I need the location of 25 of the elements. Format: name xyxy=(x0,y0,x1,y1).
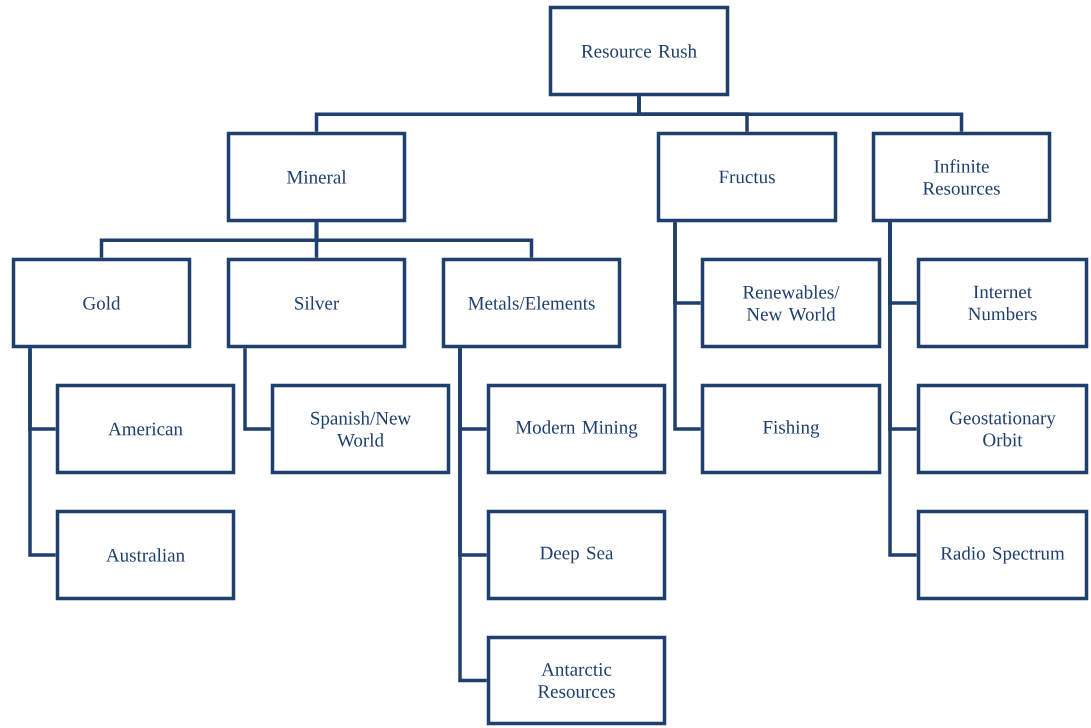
chart-box: Infinite Resources xyxy=(871,131,1052,223)
chart-box: Renewables/ New World xyxy=(700,257,882,349)
chart-box: Gold xyxy=(11,257,192,349)
chart-box: Resource Rush xyxy=(548,5,730,97)
chart-box: Geostationary Orbit xyxy=(916,383,1089,475)
connector-line xyxy=(888,222,917,557)
chart-box: Modern Mining xyxy=(486,383,667,475)
chart-box: Fructus xyxy=(656,131,838,223)
chart-box: Spanish/New World xyxy=(270,383,451,475)
connector-line xyxy=(314,222,534,258)
chart-box: Antarctic Resources xyxy=(486,635,667,726)
chart-box: American xyxy=(55,383,236,475)
chart-box: Internet Numbers xyxy=(916,257,1089,349)
connector-line xyxy=(458,348,487,683)
chart-box: Australian xyxy=(55,509,236,601)
chart-box: Silver xyxy=(226,257,407,349)
connector-line xyxy=(28,348,56,557)
chart-box: Metals/Elements xyxy=(441,257,622,349)
connector-line xyxy=(673,222,701,431)
chart-box: Radio Spectrum xyxy=(916,509,1089,601)
chart-box: Mineral xyxy=(226,131,407,223)
chart-box: Fishing xyxy=(700,383,882,475)
connector-line xyxy=(243,348,271,431)
chart-box: Deep Sea xyxy=(486,509,667,601)
connector-line xyxy=(637,96,964,132)
